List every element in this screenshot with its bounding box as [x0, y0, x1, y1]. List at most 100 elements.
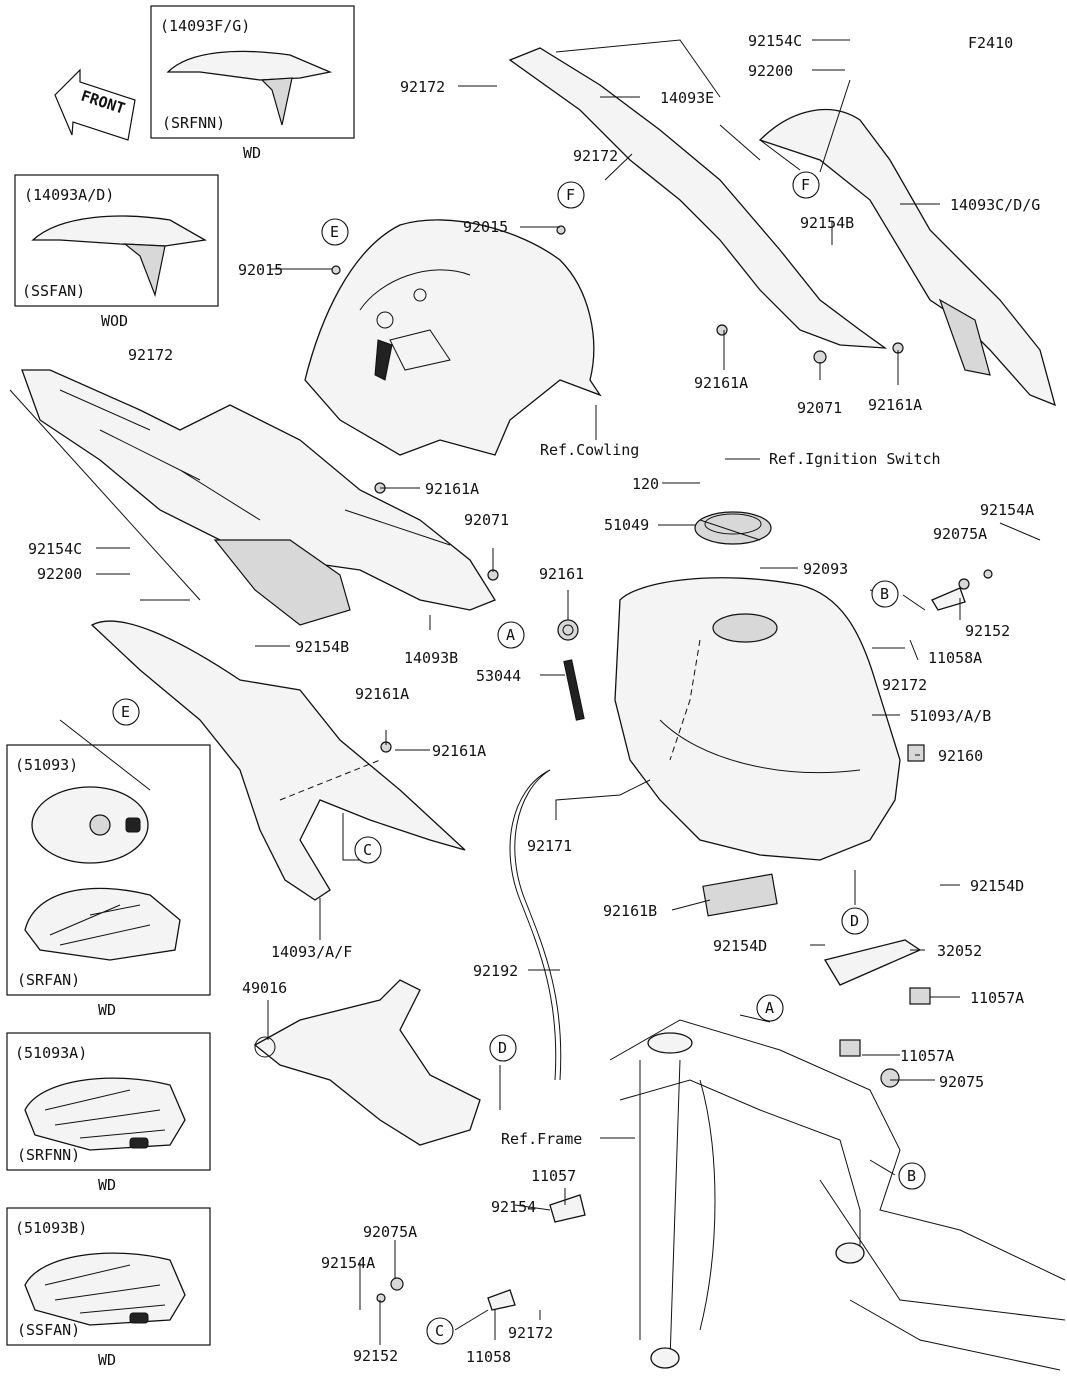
label-92154d: 92154D	[713, 937, 767, 955]
label-92154b: 92154B	[800, 214, 854, 232]
bracket-49016-shape	[253, 979, 481, 1146]
label-92154b: 92154B	[295, 638, 349, 656]
svg-text:(51093): (51093)	[15, 756, 78, 774]
label-51093ab: 51093/A/B	[910, 707, 991, 725]
label-92152: 92152	[353, 1347, 398, 1365]
svg-text:WD: WD	[243, 144, 261, 162]
svg-text:(SSFAN): (SSFAN)	[17, 1321, 80, 1339]
svg-text:C: C	[435, 1322, 444, 1340]
label-92075: 92075	[939, 1073, 984, 1091]
label-11058: 11058	[466, 1348, 511, 1366]
label-11057: 11057	[531, 1167, 576, 1185]
svg-text:(51093B): (51093B)	[15, 1219, 87, 1237]
label-92154d: 92154D	[970, 877, 1024, 895]
svg-text:A: A	[506, 626, 515, 644]
label-11057a: 11057A	[900, 1047, 954, 1065]
label-92071: 92071	[464, 511, 509, 529]
label-120: 120	[632, 475, 659, 493]
svg-text:(14093F/G): (14093F/G)	[160, 17, 250, 35]
svg-text:(SRFAN): (SRFAN)	[17, 971, 80, 989]
svg-text:D: D	[498, 1039, 507, 1057]
small-parts	[331, 225, 993, 1311]
svg-text:(SRFNN): (SRFNN)	[162, 114, 225, 132]
label-92161a: 92161A	[694, 374, 748, 392]
label-ref-ignition: Ref.Ignition Switch	[769, 450, 941, 468]
label-92172: 92172	[882, 676, 927, 694]
svg-text:F: F	[566, 186, 575, 204]
inner-cowling-shape	[304, 219, 602, 456]
figure-code: F2410	[968, 34, 1013, 52]
label-11057a: 11057A	[970, 989, 1024, 1007]
label-92161a: 92161A	[432, 742, 486, 760]
svg-text:B: B	[880, 585, 889, 603]
svg-text:WD: WD	[98, 1351, 116, 1369]
label-92154a: 92154A	[980, 501, 1034, 519]
label-92161b: 92161B	[603, 902, 657, 920]
label-92161: 92161	[539, 565, 584, 583]
label-92200: 92200	[37, 565, 82, 583]
svg-text:(51093A): (51093A)	[15, 1044, 87, 1062]
svg-text:(SRFNN): (SRFNN)	[17, 1146, 80, 1164]
label-92161a: 92161A	[868, 396, 922, 414]
label-14093cdg: 14093C/D/G	[950, 196, 1040, 214]
svg-text:C: C	[363, 841, 372, 859]
svg-text:(SSFAN): (SSFAN)	[22, 282, 85, 300]
filler-cap-shape	[694, 511, 772, 545]
label-92172: 92172	[400, 78, 445, 96]
lower-side-cover-shape	[90, 620, 466, 901]
label-92160: 92160	[938, 747, 983, 765]
label-53044: 53044	[476, 667, 521, 685]
variant-box-14093fg: (14093F/G) (SRFNN) WD	[150, 5, 355, 162]
label-14093b: 14093B	[404, 649, 458, 667]
label-92154: 92154	[491, 1198, 536, 1216]
svg-text:B: B	[907, 1167, 916, 1185]
label-11058a: 11058A	[928, 649, 982, 667]
variant-box-51093a: (51093A) (SRFNN) WD	[6, 1032, 211, 1194]
part-labels: 92154C 92200 92172 14093E 92172 92015 14…	[28, 32, 1040, 1366]
label-92172: 92172	[128, 346, 173, 364]
svg-text:WD: WD	[98, 1001, 116, 1019]
label-14093af: 14093/A/F	[271, 943, 352, 961]
label-92075a: 92075A	[363, 1223, 417, 1241]
label-92154c: 92154C	[748, 32, 802, 50]
svg-text:A: A	[765, 999, 774, 1017]
label-49016: 49016	[242, 979, 287, 997]
label-32052: 32052	[937, 942, 982, 960]
svg-text:D: D	[850, 912, 859, 930]
label-92015: 92015	[463, 218, 508, 236]
upper-right-cowl-shape	[508, 47, 1056, 407]
callout-circles: E F F A B E C D D A B C	[112, 171, 926, 1345]
label-92161a: 92161A	[425, 480, 479, 498]
label-92015: 92015	[238, 261, 283, 279]
fuel-tank-shape	[614, 577, 901, 861]
svg-text:E: E	[330, 223, 339, 241]
label-92200: 92200	[748, 62, 793, 80]
label-92172: 92172	[573, 147, 618, 165]
label-92154c: 92154C	[28, 540, 82, 558]
svg-text:(14093A/D): (14093A/D)	[24, 186, 114, 204]
label-92192: 92192	[473, 962, 518, 980]
frame-shape	[609, 1019, 1066, 1371]
label-92161a: 92161A	[355, 685, 409, 703]
left-side-cover-shape	[21, 369, 496, 626]
label-92093: 92093	[803, 560, 848, 578]
svg-text:WOD: WOD	[101, 312, 128, 330]
label-92171: 92171	[527, 837, 572, 855]
label-92152: 92152	[965, 622, 1010, 640]
variant-box-51093b: (51093B) (SSFAN) WD	[6, 1207, 211, 1369]
label-ref-cowling: Ref.Cowling	[540, 441, 639, 459]
label-ref-frame: Ref.Frame	[501, 1130, 582, 1148]
hose-shape	[509, 769, 562, 1081]
svg-text:E: E	[121, 703, 130, 721]
label-92071: 92071	[797, 399, 842, 417]
label-92075a: 92075A	[933, 525, 987, 543]
label-92172: 92172	[508, 1324, 553, 1342]
front-arrow-icon: FRONT	[54, 68, 136, 141]
variant-box-51093: (51093) (SRFAN) WD	[6, 744, 211, 1019]
label-14093e: 14093E	[660, 89, 714, 107]
label-92154a: 92154A	[321, 1254, 375, 1272]
variant-box-14093ad: (14093A/D) (SSFAN) WOD	[14, 174, 219, 330]
svg-text:WD: WD	[98, 1176, 116, 1194]
